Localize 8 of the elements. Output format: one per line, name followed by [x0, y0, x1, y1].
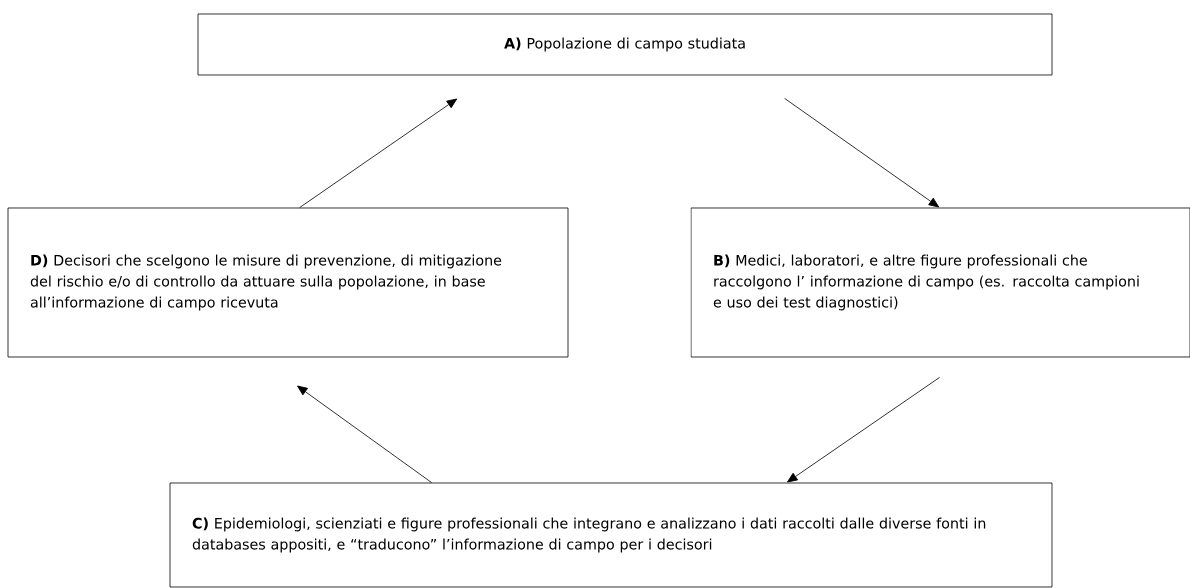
text-box: B) Medici, laboratori, e altre figure professionali che raccolgono l’ informazione di campo (es. raccolta campioni e uso dei test diagnostici)	[690, 207, 1190, 358]
text-box: D) Decisori che scelgono le misure di prevenzione, di mitigazione del rischio e/o di controllo da attuare sulla popolazione, in base all’informazione di campo ricevuta	[7, 207, 569, 358]
arrow	[297, 385, 432, 483]
arrow	[299, 98, 458, 208]
text-box: A) Popolazione di campo studiata	[197, 13, 1053, 76]
arrow	[787, 377, 940, 483]
arrow	[784, 98, 940, 208]
text-box: C) Epidemiologi, scienziati e figure professionali che integrano e analizzano i dati raccolti dalle diverse fonti in databases appositi, e “traducono” l’informazione di campo per i decisori	[169, 482, 1053, 588]
